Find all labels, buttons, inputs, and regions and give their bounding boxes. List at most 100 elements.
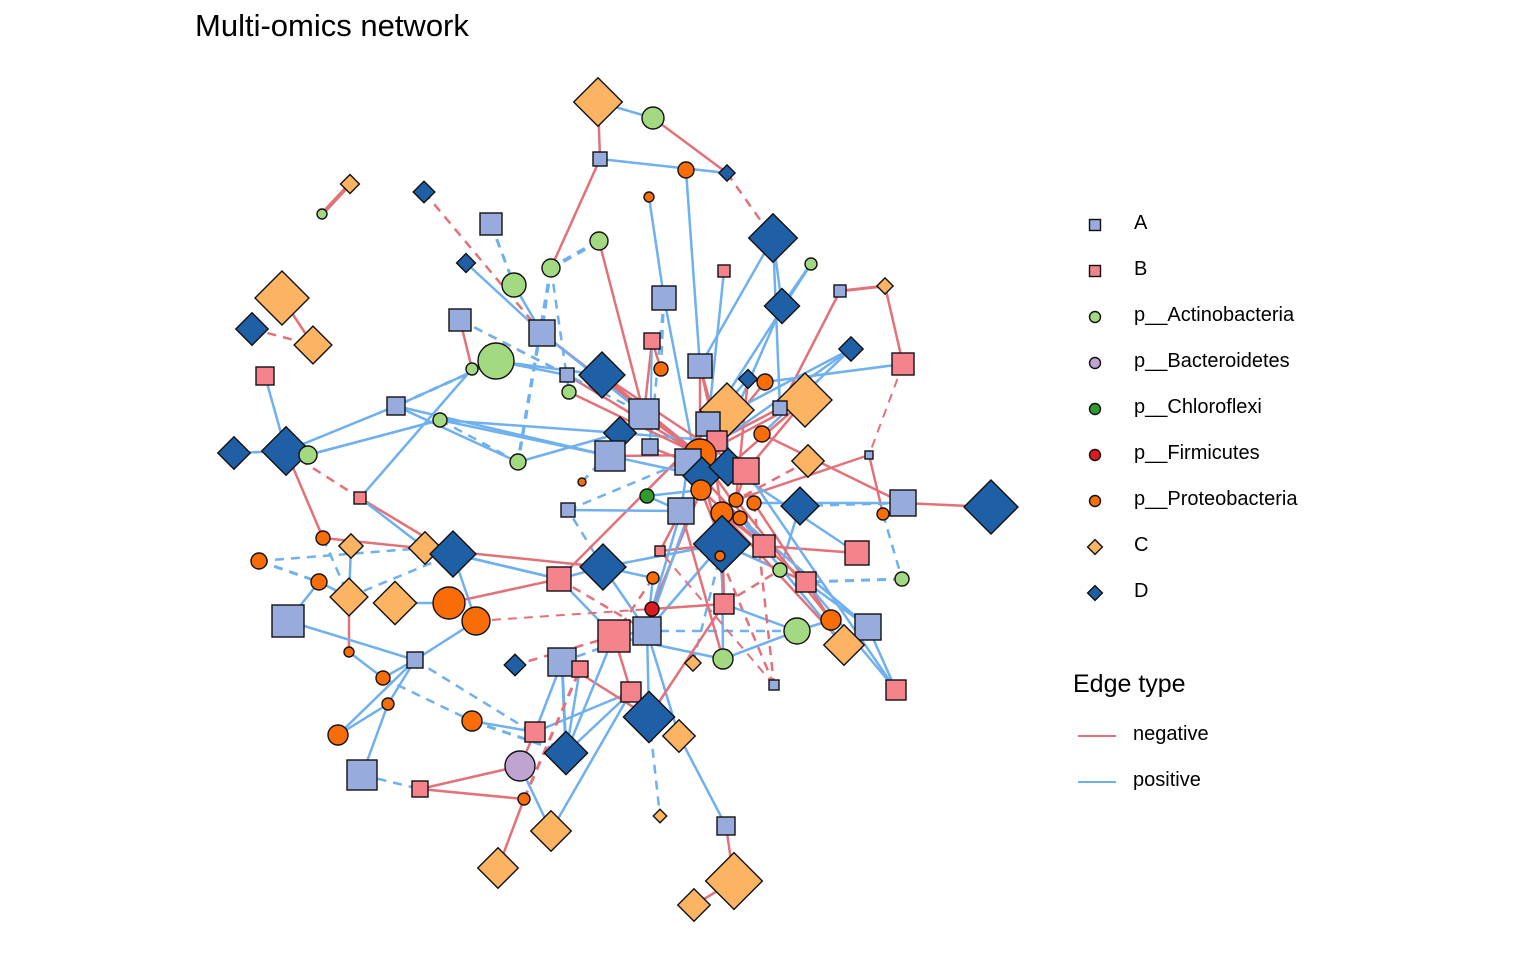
negative-edge [659,550,775,686]
legend-label: B [1134,258,1148,280]
legend-item-firmicutes: p__Firmicutes [1080,435,1380,481]
network-node [432,586,466,620]
network-node [411,780,429,798]
positive-edge [564,635,616,754]
network-node [559,367,575,383]
negative-edge [867,454,885,515]
network-node [641,438,659,456]
network-node [728,492,744,508]
positive-edge [459,318,645,416]
network-node [639,488,655,504]
network-node [578,351,626,399]
legend-key-shape [1088,494,1102,508]
network-node [234,311,270,347]
chart-title: Multi-omics network [195,8,469,43]
legend-key-shape [1086,538,1104,556]
negative-edge [522,668,582,800]
positive-edge [361,773,421,791]
legend-label: D [1134,580,1149,602]
network-node [889,489,917,517]
network-node [315,530,331,546]
legend-label: p__Proteobacteria [1134,488,1298,510]
positive-edge [684,169,702,367]
edge-legend-title: Edge type [1073,670,1186,698]
network-node [777,372,833,428]
legend-key-shape [1088,310,1102,324]
legend-item-proteobacteria: p__Proteobacteria [1080,481,1380,527]
network-node [652,808,668,824]
network-node [594,440,626,472]
network-node [372,580,418,626]
network-node [517,792,531,806]
positive-edge [258,546,426,563]
positive-edge [677,735,728,827]
network-node [756,373,774,391]
negative-edge [549,158,602,269]
legend-key-shape [1088,218,1102,232]
positive-edge [647,196,666,299]
legend-label: p__Bacteroidetes [1134,350,1290,372]
network-node [592,151,608,167]
positive-edge [744,470,898,691]
negative-edge [597,240,646,415]
network-node [529,809,573,853]
network-node [643,191,655,203]
positive-edge [566,509,605,568]
legend-item-b: B [1080,251,1380,297]
network-node [589,231,609,251]
network-node [661,718,697,754]
network-node [571,660,589,678]
network-node [712,648,734,670]
network-node [676,887,712,923]
negative-edge [475,603,725,622]
legend-item-bacteroidetes: p__Bacteroidetes [1080,343,1380,389]
negative-edge [752,502,776,686]
network-node [716,816,736,836]
network-node [747,212,799,264]
square-icon [1088,264,1102,278]
legend-key-shape [1088,448,1102,462]
positive-edge [613,634,724,661]
legend-key-shape [1088,264,1102,278]
positive-edge [359,497,426,549]
network-node [432,412,448,428]
network-node [837,335,865,363]
negative-edge [752,502,808,583]
negative-edge [735,499,832,621]
positive-edge [439,418,611,458]
network-node [561,384,577,400]
network-node [804,257,818,271]
network-node [885,679,907,701]
network-node [752,534,776,558]
diamond-icon [1086,538,1104,556]
network-node [255,366,275,386]
network-node [375,670,391,686]
network-node [622,690,676,744]
positive-edge [599,157,728,175]
network-node [541,258,561,278]
network-node [572,76,624,128]
positive-edge [287,619,416,662]
network-node [732,510,748,526]
network-node [579,543,627,591]
network-node [577,477,587,487]
positive-edge [659,297,666,370]
network-node [768,679,780,691]
network-node [737,368,759,390]
network-node [783,617,811,645]
network-node [465,362,479,376]
positive-edge [348,552,454,599]
legend-label: p__Actinobacteria [1134,304,1295,326]
negative-edge [883,285,905,365]
network-node [753,425,771,443]
circle-icon [1088,494,1102,508]
positive-edge [517,431,621,464]
legend-key-shape [1086,584,1104,602]
network-node [353,491,367,505]
network-node [844,540,870,566]
legend-item-chloroflexi: p__Chloroflexi [1080,389,1380,435]
network-node [690,479,712,501]
network-node [509,453,527,471]
network-node [963,479,1019,535]
legend-label: A [1134,212,1148,234]
